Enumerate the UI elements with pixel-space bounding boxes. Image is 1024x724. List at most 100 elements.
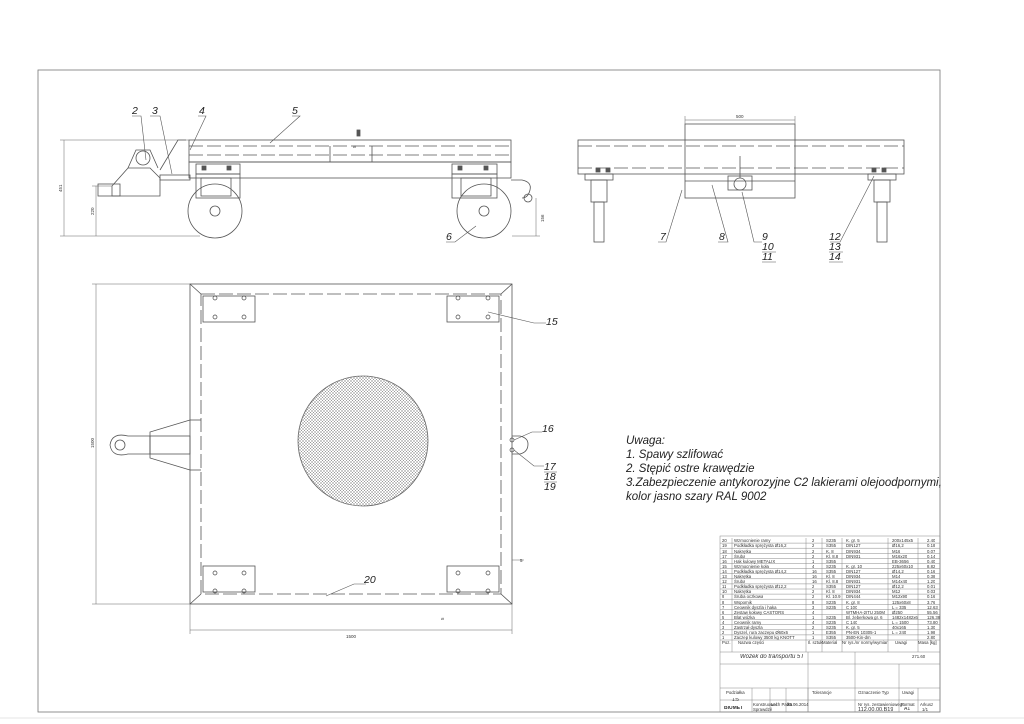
parts-cell-mass: 12.63 [927,604,938,610]
parts-cell-mass: 2.80 [927,635,936,641]
parts-cell-name: Zaczep kulowy 3500 kg KNOTT [734,635,795,641]
designer-name: Lech Pałka [771,702,793,707]
parts-cell-dim: DIN934 [846,574,861,579]
parts-cell-dim: DIN931 [846,553,861,559]
parts-cell-norm: Ø12,2 [892,584,904,590]
parts-cell-qty: 8 [812,599,815,605]
parts-cell-mass: 0.38 [927,574,936,579]
sheet-label: Arkusz [920,702,934,707]
design-date: 25.06.2014 [787,702,809,707]
parts-cell-mat: S235 [826,614,837,620]
front-dimensions [684,116,796,124]
parts-cell-no: 8 [722,599,725,605]
notes-block: Uwaga: 1. Spawy szlifować 2. Stępić ostr… [626,434,942,504]
leader-lines [132,115,875,597]
callout-5: 5 [292,105,298,117]
callout-3: 3 [152,105,158,117]
parts-cell-qty: 2 [812,625,815,630]
parts-header-norm: Uwagi [895,640,907,645]
dim-5-bottom: 5 [440,617,445,620]
parts-cell-no: 18 [722,548,727,554]
parts-cell-mat: S235 [826,599,837,605]
parts-cell-norm: M16x20 [892,553,908,559]
parts-cell-dim: DIN934 [846,589,861,595]
top-dimensions [92,283,524,634]
parts-cell-qty: 2 [812,553,815,559]
parts-cell-no: 1 [722,635,725,641]
parts-cell-mat: S355 [826,543,837,549]
parts-cell-no: 15 [722,563,727,569]
parts-cell-dim: PN-EN 10305-1 [846,630,877,636]
drawing-title: Wózek do transportu 5T [740,654,805,660]
parts-cell-mat: S355 [826,558,837,564]
parts-cell-mat: S235 [826,619,837,625]
format-value: A1 [904,707,911,712]
callout-16: 16 [542,423,554,435]
parts-cell-mat: S235 [826,604,837,610]
callout-14: 14 [829,251,841,263]
parts-cell-dim: DIN934 [846,548,861,554]
parts-cell-norm: M12 [892,589,901,595]
parts-cell-norm: L = 1500 [892,619,909,625]
parts-cell-mass: 55.56 [927,609,938,615]
parts-cell-qty: 1 [812,558,815,564]
parts-cell-mass: 0.16 [927,594,936,600]
parts-cell-qty: 4 [812,563,815,569]
parts-cell-name: Podkładka sprężysta Ø14,2 [734,568,787,574]
parts-cell-no: 2 [722,630,725,636]
parts-cell-qty: 2 [812,589,815,595]
parts-cell-mass: 126.38 [927,614,941,620]
parts-cell-mass: 2.40 [927,538,936,544]
parts-cell-mat: S235 [826,538,837,544]
projection-label: Oznaczenie Typ [858,690,889,695]
parts-cell-dim: DIN127 [846,543,861,549]
callouts: 2 3 4 5 6 7 8 9 10 11 12 13 14 15 16 17 … [131,105,841,586]
parts-cell-no: 4 [722,619,725,625]
parts-cell-qty: 2 [812,538,815,544]
parts-cell-qty: 1 [812,614,815,620]
parts-cell-dim: Bl. żeberkowa gr. 6 [846,614,883,620]
turntable-plate [297,375,429,507]
note-line-2: 2. Stępić ostre krawędzie [626,463,755,475]
notes-heading: Uwaga: [626,435,665,447]
tolerance-label: Tolerancje [812,690,832,695]
parts-cell-norm: Ø250 [892,609,903,615]
title-block-grid [719,535,941,713]
parts-cell-no: 20 [722,538,727,544]
dim-451: 451 [58,184,63,192]
callout-12: 12 [829,231,841,243]
parts-cell-no: 13 [722,574,727,579]
parts-cell-name: Wzmocnienie koła [734,563,769,569]
side-dimensions [60,139,540,237]
parts-cell-mass: 0.16 [927,568,936,574]
parts-cell-norm: L = 240 [892,630,907,636]
drawing-frame [37,69,941,713]
parts-list-grid [720,538,940,652]
parts-cell-mass: 0.40 [927,558,936,564]
drawing-no-label: Nr rys. zestawieniowego [858,702,905,707]
parts-cell-norm: 225x60x10 [892,563,914,569]
parts-cell-mat: Kl. 8 [826,574,835,579]
parts-header-dim: Nr rys./nr normy/wymiar [842,640,888,645]
side-view [97,129,533,239]
dim-1500-vertical: 1500 [90,437,95,448]
parts-cell-mass: 8.82 [927,563,936,569]
parts-cell-norm: M16 [892,548,901,554]
parts-cell-mat: S355 [826,635,837,641]
callout-8: 8 [719,231,725,243]
dimension-values: 451 220 156 500 1500 1500 5 5 5 [58,114,744,639]
callout-13: 13 [829,241,841,253]
parts-cell-no: 14 [722,568,727,574]
parts-cell-dim: WTMHA-2ITU 250M [846,609,885,615]
parts-cell-name: Dyszel, rura zaczepu Ø60x6 [734,630,788,636]
parts-cell-name: Śruba [734,579,746,585]
parts-cell-dim: DIN444 [846,594,861,600]
dim-500: 500 [736,114,744,119]
parts-cell-name: Nakrętka [734,548,752,554]
parts-cell-no: 9 [722,594,725,600]
parts-cell-norm: 40x165 [892,625,907,630]
format-label: Format [901,702,915,707]
parts-cell-name: Zestaw kołowy CASTORS [734,609,785,615]
parts-cell-mass: 1.20 [927,579,936,585]
